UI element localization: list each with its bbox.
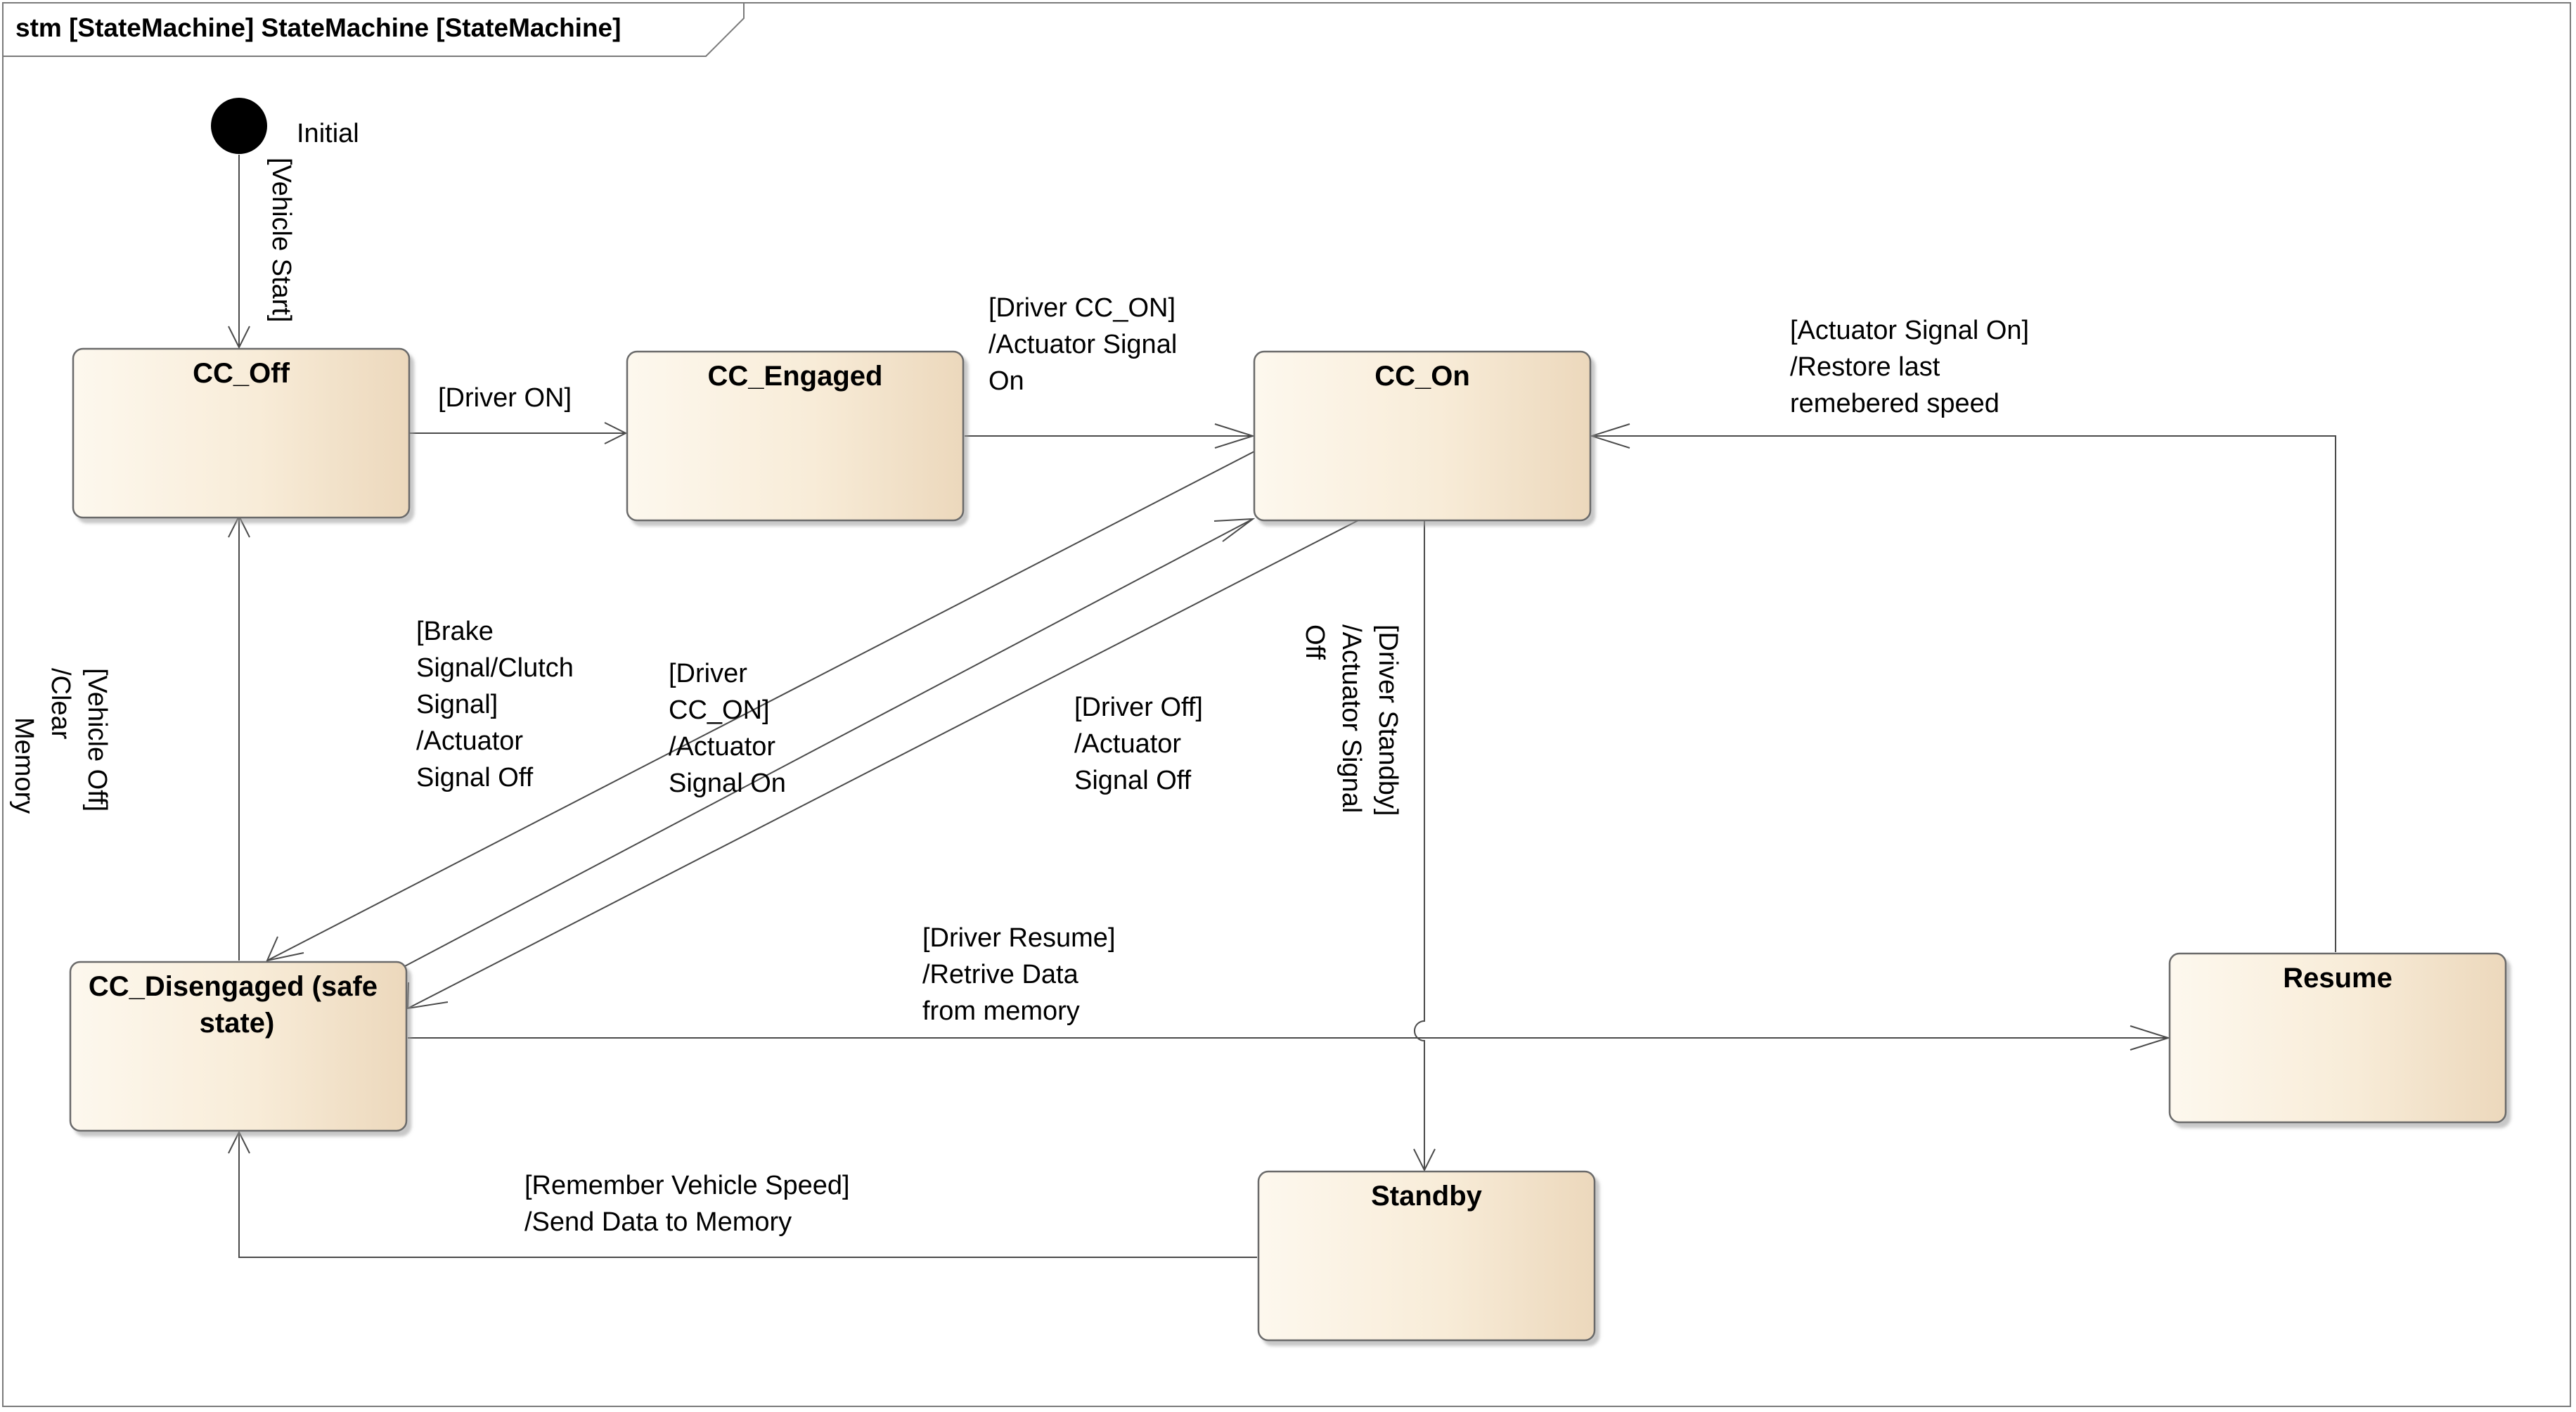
state-standby[interactable]: Standby bbox=[1257, 1170, 1596, 1342]
edge-cc-on-to-cc-disengaged-brake[interactable] bbox=[266, 449, 1258, 961]
state-cc-engaged[interactable]: CC_Engaged bbox=[626, 350, 965, 522]
state-name-cc-disengaged: CC_Disengaged (safe state) bbox=[89, 971, 385, 1039]
label-driver-off: [Driver Off] /Actuator Signal Off bbox=[1074, 693, 1211, 795]
label-brake-signal: [Brake Signal/Clutch Signal] /Actuator S… bbox=[416, 617, 581, 792]
edge-cc-on-to-standby[interactable] bbox=[1414, 520, 1425, 1170]
label-driver-cc-on-top: [Driver CC_ON] /Actuator Signal On bbox=[988, 293, 1185, 396]
label-vehicle-off: [Vehicle Off] /Clear Memory values bbox=[0, 668, 112, 821]
state-cc-disengaged[interactable]: CC_Disengaged (safe state) bbox=[69, 961, 408, 1132]
label-remember-speed: [Remember Vehicle Speed] /Send Data to M… bbox=[524, 1171, 857, 1237]
label-driver-resume: [Driver Resume] /Retrive Data from memor… bbox=[922, 923, 1123, 1026]
label-driver-standby: [Driver Standby] /Actuator Signal Off bbox=[1300, 624, 1403, 823]
label-driver-on: [Driver ON] bbox=[438, 383, 572, 413]
frame-title: stm [StateMachine] StateMachine [StateMa… bbox=[15, 13, 621, 42]
state-name-resume: Resume bbox=[2283, 963, 2393, 994]
state-name-cc-off: CC_Off bbox=[193, 358, 290, 389]
initial-node[interactable] bbox=[211, 98, 267, 154]
state-cc-off[interactable]: CC_Off bbox=[72, 347, 411, 519]
state-name-cc-on: CC_On bbox=[1374, 361, 1470, 392]
label-actuator-signal-on: [Actuator Signal On] /Restore last remeb… bbox=[1790, 316, 2037, 418]
arrowheads bbox=[228, 326, 2171, 1172]
label-driver-cc-on-mid: [Driver CC_ON] /Actuator Signal On bbox=[669, 659, 786, 798]
edge-resume-to-cc-on[interactable] bbox=[1592, 435, 2336, 952]
edge-cc-on-to-cc-disengaged-off[interactable] bbox=[407, 520, 1359, 1009]
state-name-cc-engaged: CC_Engaged bbox=[708, 361, 883, 392]
state-resume[interactable]: Resume bbox=[2168, 952, 2507, 1124]
edge-standby-to-cc-disengaged[interactable] bbox=[238, 1132, 1257, 1258]
edge-cc-disengaged-to-cc-on[interactable] bbox=[401, 518, 1254, 968]
label-vehicle-start: [Vehicle Start] bbox=[266, 158, 296, 322]
state-name-standby: Standby bbox=[1371, 1181, 1483, 1212]
transition-edges bbox=[238, 155, 2336, 1258]
state-cc-on[interactable]: CC_On bbox=[1253, 350, 1592, 522]
initial-label: Initial bbox=[297, 119, 359, 148]
